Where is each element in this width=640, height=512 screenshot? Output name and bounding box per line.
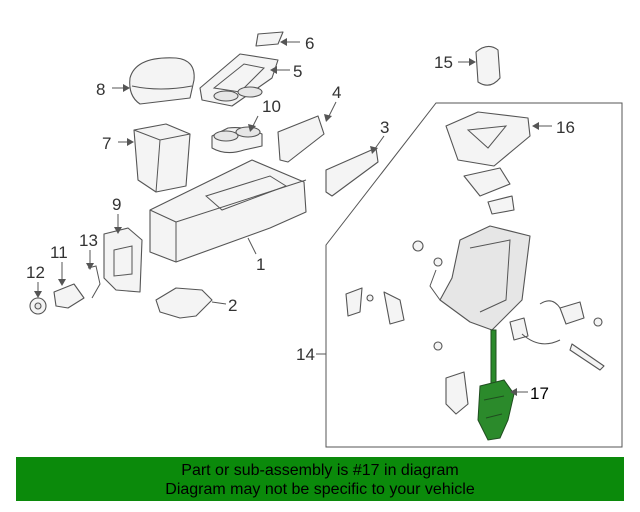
callout-5: 5 <box>293 62 302 81</box>
inset-frame <box>325 102 623 448</box>
callout-6: 6 <box>305 34 314 53</box>
callout-10: 10 <box>262 97 281 116</box>
info-banner: Part or sub-assembly is #17 in diagram D… <box>16 457 624 501</box>
part-16-shifter-bezel[interactable] <box>445 111 531 167</box>
part-1-console-body[interactable] <box>149 159 307 263</box>
callout-17: 17 <box>530 384 549 403</box>
part-14-shifter-assembly[interactable] <box>345 167 605 415</box>
callout-2: 2 <box>228 296 237 315</box>
banner-line-1: Part or sub-assembly is #17 in diagram <box>181 462 459 479</box>
callout-13: 13 <box>79 231 98 250</box>
callout-12: 12 <box>26 263 45 282</box>
part-3-side-trim[interactable] <box>325 147 379 197</box>
callout-16: 16 <box>556 118 575 137</box>
part-7-storage-bin[interactable] <box>133 123 191 193</box>
callout-15: 15 <box>434 53 453 72</box>
part-6-pad[interactable] <box>255 31 284 47</box>
part-17-shift-lever[interactable] <box>477 329 515 441</box>
part-15-shift-knob[interactable] <box>475 45 501 86</box>
callout-8: 8 <box>96 80 105 99</box>
part-9-end-panel[interactable] <box>103 227 143 293</box>
part-8-armrest-lid[interactable] <box>129 57 195 105</box>
part-5-tray[interactable] <box>199 53 279 107</box>
part-10-cup-holder[interactable] <box>211 126 263 154</box>
callout-9: 9 <box>112 195 121 214</box>
part-2-bracket[interactable] <box>155 287 213 319</box>
callout-1: 1 <box>256 255 265 274</box>
callout-7: 7 <box>102 134 111 153</box>
part-11-cover[interactable] <box>53 283 85 309</box>
banner-line-2: Diagram may not be specific to your vehi… <box>165 481 475 498</box>
leader-lines <box>34 38 552 396</box>
callout-11: 11 <box>50 243 68 262</box>
callout-4: 4 <box>332 83 341 102</box>
part-4-side-panel[interactable] <box>277 115 325 163</box>
part-13-clip[interactable] <box>87 265 101 299</box>
callout-14: 14 <box>296 345 315 364</box>
part-12-knob[interactable] <box>29 297 47 315</box>
callout-3: 3 <box>380 118 389 137</box>
